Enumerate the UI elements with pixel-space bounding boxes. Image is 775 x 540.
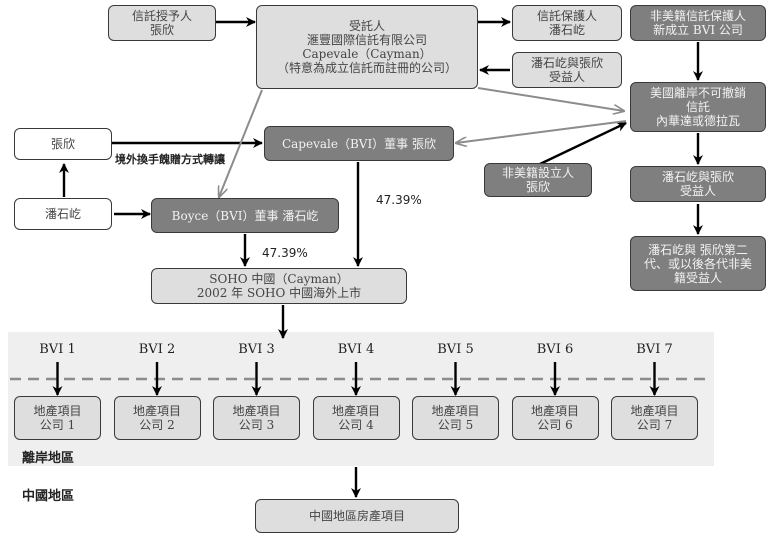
property-company-type: 地產項目: [132, 404, 181, 418]
trustee-company: 滙豐國際信託有限公司: [306, 33, 427, 47]
property-company-type: 地產項目: [630, 404, 679, 418]
nonus-founder-box: 非美籍設立人 張欣: [484, 163, 592, 197]
pct-capevale-label: 47.39%: [376, 193, 422, 207]
china-projects-label: 中國地區房產項目: [308, 509, 405, 523]
settlor-box: 信託授予人 張欣: [108, 5, 216, 41]
property-company-box: 地產項目公司 6: [511, 396, 599, 440]
protector-name: 潘石屹: [548, 23, 585, 37]
protector-box: 信託保護人 潘石屹: [512, 5, 622, 41]
china-projects-box: 中國地區房產項目: [255, 499, 459, 533]
property-company-type: 地產項目: [232, 404, 281, 418]
zhang-xin-box: 張欣: [14, 128, 112, 160]
nonus-protector-box: 非美籍信託保護人 新成立 BVI 公司: [630, 5, 766, 41]
property-company-number: 公司 3: [238, 418, 275, 432]
gray-arrow-trustee-to-us-trust: [477, 87, 624, 111]
property-company-number: 公司 2: [139, 418, 175, 432]
next-gen-line-1: 潘石屹與 張欣第二: [648, 242, 748, 257]
trustee-role: 受託人: [348, 19, 385, 33]
property-company-type: 地產項目: [431, 404, 480, 418]
beneficiaries-top-box: 潘石屹與張欣 受益人: [512, 52, 622, 88]
capevale-bvi-label: Capevale（BVI）董事 張欣: [281, 136, 437, 151]
capevale-bvi-box: Capevale（BVI）董事 張欣: [264, 126, 454, 161]
zhang-xin-name: 張欣: [50, 137, 75, 151]
beneficiaries-right-role: 受益人: [679, 184, 716, 198]
arrow-nonus-founder-to-us-trust: [539, 121, 627, 166]
us-trust-box: 美國離岸不可撤銷 信託 內華達或德拉瓦: [630, 82, 766, 132]
property-company-number: 公司 4: [338, 418, 374, 432]
property-company-number: 公司 7: [636, 418, 673, 432]
bvi-label: BVI 3: [238, 342, 275, 357]
china-region-label: 中國地區: [22, 489, 75, 504]
property-company-number: 公司 6: [537, 418, 573, 432]
nonus-founder-role: 非美籍設立人: [501, 166, 574, 180]
beneficiaries-top-names: 潘石屹與張欣: [530, 56, 603, 70]
offshore-region-label: 離岸地區: [22, 451, 75, 466]
boyce-bvi-box: Boyce（BVI）董事 潘石屹: [151, 198, 339, 233]
property-company-box: 地產項目公司 5: [412, 396, 499, 440]
beneficiaries-right-names: 潘石屹與張欣: [661, 170, 734, 184]
bvi-label: BVI 2: [138, 342, 176, 357]
bvi-label: BVI 1: [39, 342, 76, 357]
boyce-bvi-label: Boyce（BVI）董事 潘石屹: [171, 208, 319, 223]
nonus-protector-role: 非美籍信託保護人: [649, 9, 746, 23]
property-company-box: 地產項目公司 1: [14, 396, 101, 440]
property-company-type: 地產項目: [530, 404, 579, 418]
soho-china-box: SOHO 中國（Cayman） 2002 年 SOHO 中國海外上市: [151, 268, 407, 304]
property-company-box: 地產項目公司 7: [611, 396, 698, 440]
property-company-type: 地產項目: [33, 404, 82, 418]
us-trust-location: 內華達或德拉瓦: [655, 114, 740, 128]
beneficiaries-right-box: 潘石屹與張欣 受益人: [630, 166, 766, 202]
bvi-label: BVI 7: [636, 342, 673, 357]
bvi-label: BVI 4: [337, 342, 375, 357]
bvi-label: BVI 5: [437, 342, 474, 357]
gray-arrow-trustee-to-boyce: [219, 89, 263, 197]
next-gen-line-2: 代、或以後各代非美: [643, 256, 752, 271]
soho-china-entity: SOHO 中國（Cayman）: [209, 272, 349, 286]
nonus-protector-entity: 新成立 BVI 公司: [653, 23, 743, 37]
pan-shiyi-name: 潘石屹: [44, 207, 81, 221]
property-company-number: 公司 1: [39, 418, 76, 432]
us-trust-type: 信託: [685, 100, 710, 114]
next-gen-line-3: 籍受益人: [673, 270, 722, 285]
nonus-founder-name: 張欣: [525, 180, 550, 194]
property-company-box: 地產項目公司 2: [113, 396, 201, 440]
trustee-box: 受託人 滙豐國際信託有限公司 Capevale（Cayman） （特意為成立信託…: [256, 5, 478, 89]
trustee-entity: Capevale（Cayman）: [302, 47, 432, 61]
property-company-type: 地產項目: [331, 404, 380, 418]
next-gen-box: 潘石屹與 張欣第二 代、或以後各代非美 籍受益人: [630, 236, 766, 291]
property-company-box: 地產項目公司 3: [213, 396, 300, 440]
property-company-number: 公司 5: [437, 418, 474, 432]
soho-china-listing: 2002 年 SOHO 中國海外上市: [196, 286, 362, 300]
transfer-note: 境外換手餽贈方式轉讓: [115, 153, 225, 166]
trustee-note: （特意為成立信託而註冊的公司）: [276, 61, 457, 75]
bvi-label: BVI 6: [536, 342, 574, 357]
settlor-role: 信託授予人: [131, 9, 192, 23]
pan-shiyi-box: 潘石屹: [14, 198, 112, 230]
settlor-name: 張欣: [149, 23, 174, 37]
us-trust-title: 美國離岸不可撤銷: [649, 86, 746, 100]
property-company-box: 地產項目公司 4: [312, 396, 400, 440]
gray-arrow-us-trust-to-capevale: [456, 120, 627, 143]
beneficiaries-top-role: 受益人: [548, 70, 585, 84]
pct-boyce-label: 47.39%: [262, 246, 308, 260]
protector-role: 信託保護人: [536, 9, 597, 23]
